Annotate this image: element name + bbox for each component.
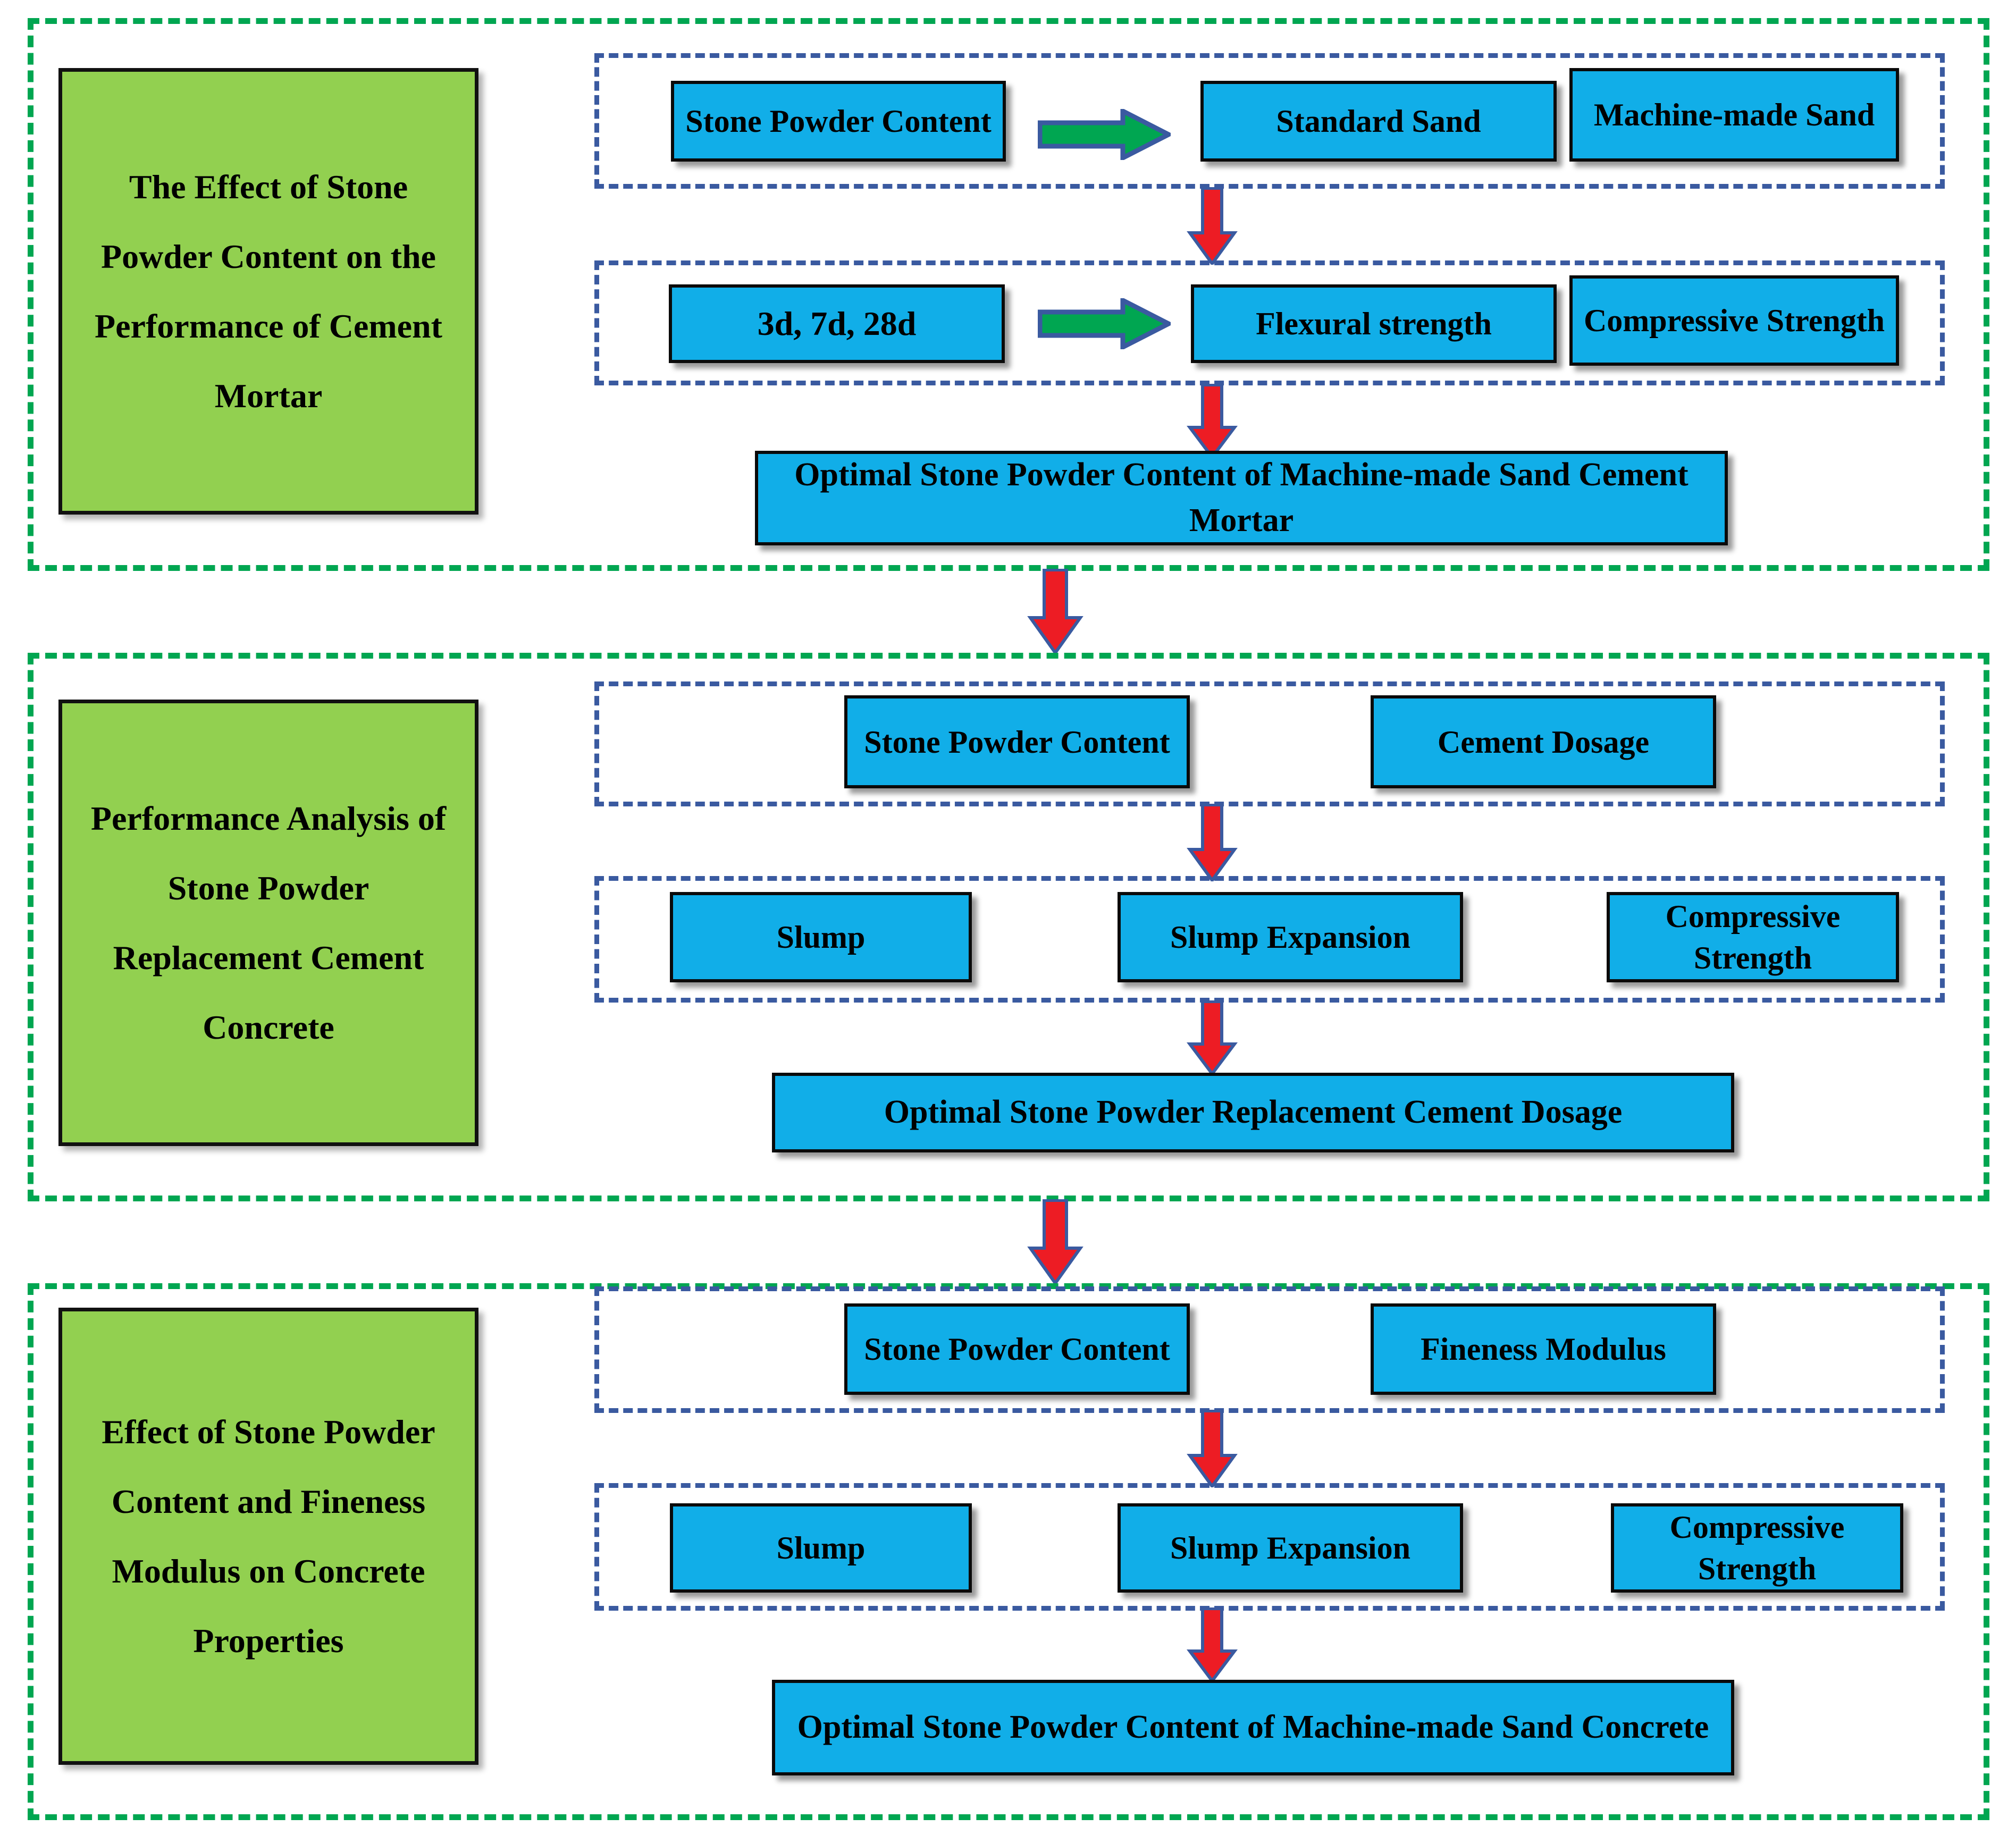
green-right-arrow-s1-g2	[1038, 298, 1171, 349]
red-down-arrow-s2-g1-to-g2	[1186, 804, 1239, 881]
outcome-label: Optimal Stone Powder Replacement Cement …	[884, 1094, 1623, 1131]
section-3-container	[28, 1283, 1989, 1820]
green-right-arrow-s1-g1	[1038, 109, 1171, 160]
outcome-section-1[interactable]: Optimal Stone Powder Content of Machine-…	[755, 451, 1728, 545]
node-stone-powder-content-s1[interactable]: Stone Powder Content	[671, 81, 1006, 162]
node-label: Machine-made Sand	[1593, 97, 1875, 132]
node-label: Stone Powder Content	[685, 104, 992, 139]
section-1-title: The Effect of Stone Powder Content on th…	[95, 167, 442, 415]
red-down-arrow-s2-g2-to-outcome	[1186, 1000, 1239, 1075]
section-3-title-card: Effect of Stone Powder Content and Finen…	[58, 1308, 478, 1765]
section-1-title-card: The Effect of Stone Powder Content on th…	[58, 68, 478, 515]
node-flexural-strength[interactable]: Flexural strength	[1191, 284, 1557, 363]
section-2-container	[28, 653, 1989, 1201]
node-label: Slump Expansion	[1170, 920, 1410, 955]
node-label: Fineness Modulus	[1421, 1332, 1666, 1367]
node-label: Flexural strength	[1256, 306, 1492, 341]
node-stone-powder-content-s2[interactable]: Stone Powder Content	[844, 695, 1190, 788]
section-3-title: Effect of Stone Powder Content and Finen…	[102, 1412, 435, 1660]
node-compressive-strength-s1[interactable]: Compressive Strength	[1569, 275, 1899, 366]
node-compressive-strength-s2[interactable]: Compressive Strength	[1607, 892, 1899, 982]
outcome-section-3[interactable]: Optimal Stone Powder Content of Machine-…	[772, 1680, 1734, 1775]
node-standard-sand[interactable]: Standard Sand	[1200, 81, 1557, 162]
node-stone-powder-content-s3[interactable]: Stone Powder Content	[844, 1303, 1190, 1395]
node-label: Slump	[776, 920, 866, 955]
node-slump-expansion-s3[interactable]: Slump Expansion	[1118, 1503, 1463, 1593]
section-2-title-card: Performance Analysis of Stone Powder Rep…	[58, 700, 478, 1146]
node-label: Compressive Strength	[1583, 303, 1885, 338]
node-label: Slump	[776, 1530, 866, 1565]
node-slump-s2[interactable]: Slump	[670, 892, 972, 982]
red-down-arrow-s1-g1-to-g2	[1186, 187, 1239, 265]
section-3-group-2	[594, 1483, 1945, 1611]
red-down-arrow-s3-g1-to-g2	[1186, 1410, 1239, 1487]
red-down-arrow-section1-to-section2	[1026, 569, 1085, 654]
red-down-arrow-s3-g2-to-outcome	[1186, 1607, 1239, 1682]
section-1-container	[28, 18, 1989, 571]
node-slump-s3[interactable]: Slump	[670, 1503, 972, 1593]
node-label: Cement Dosage	[1437, 724, 1650, 760]
node-fineness-modulus[interactable]: Fineness Modulus	[1371, 1303, 1716, 1395]
node-label: Stone Powder Content	[864, 724, 1170, 760]
node-cement-dosage[interactable]: Cement Dosage	[1371, 695, 1716, 788]
node-label: Compressive Strength	[1665, 899, 1841, 975]
section-1-group-2	[594, 260, 1945, 385]
node-machine-made-sand[interactable]: Machine-made Sand	[1569, 68, 1899, 162]
outcome-label: Optimal Stone Powder Content of Machine-…	[797, 1709, 1709, 1746]
node-label: 3d, 7d, 28d	[757, 305, 917, 343]
node-label: Compressive Strength	[1669, 1510, 1845, 1586]
section-1-group-1	[594, 53, 1945, 189]
node-label: Stone Powder Content	[864, 1332, 1170, 1367]
node-slump-expansion-s2[interactable]: Slump Expansion	[1118, 892, 1463, 982]
node-compressive-strength-s3[interactable]: Compressive Strength	[1611, 1503, 1903, 1593]
section-2-group-1	[594, 681, 1945, 806]
section-2-title: Performance Analysis of Stone Powder Rep…	[90, 799, 447, 1047]
outcome-section-2[interactable]: Optimal Stone Powder Replacement Cement …	[772, 1073, 1734, 1152]
node-label: Standard Sand	[1276, 104, 1481, 139]
red-down-arrow-section2-to-section3	[1026, 1199, 1085, 1284]
node-label: Slump Expansion	[1170, 1530, 1410, 1565]
red-down-arrow-s1-g2-to-outcome	[1186, 384, 1239, 458]
section-2-group-2	[594, 876, 1945, 1003]
section-3-group-1	[594, 1286, 1945, 1413]
outcome-label: Optimal Stone Powder Content of Machine-…	[794, 457, 1689, 538]
node-ages-3d-7d-28d[interactable]: 3d, 7d, 28d	[669, 284, 1005, 363]
